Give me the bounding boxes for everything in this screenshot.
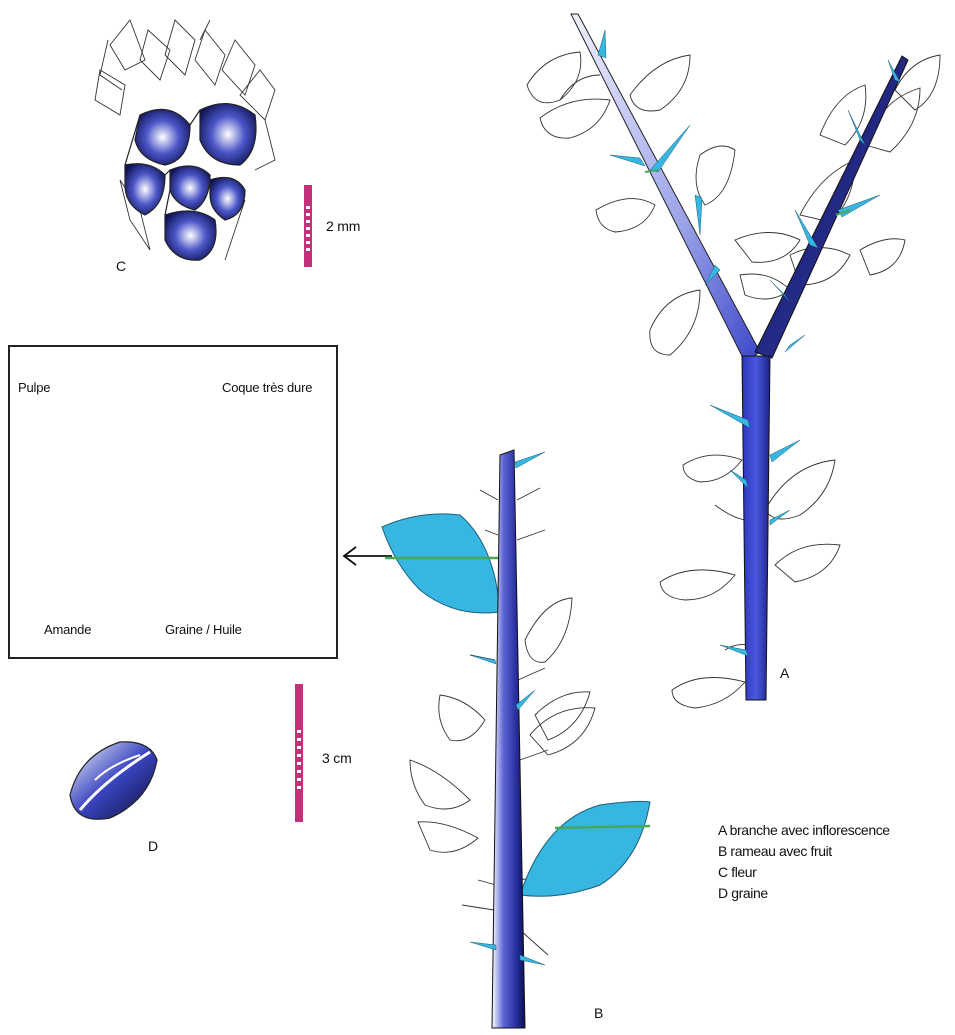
label-d: D	[148, 838, 158, 854]
label-b: B	[594, 1005, 603, 1021]
fruit-section-box: Pulpe Coque très dure Amande Graine / Hu…	[8, 345, 338, 659]
arrow-to-section	[344, 547, 392, 565]
legend-item-d: D graine	[718, 883, 890, 904]
scale-bar-c	[304, 185, 312, 267]
label-coque: Coque très dure	[222, 380, 312, 395]
scale-label-d: 3 cm	[322, 750, 352, 766]
scale-bar-d	[295, 684, 303, 822]
legend: A branche avec inflorescence B rameau av…	[718, 820, 890, 904]
scale-label-c: 2 mm	[326, 218, 360, 234]
legend-item-b: B rameau avec fruit	[718, 841, 890, 862]
branch-b-drawing	[382, 450, 650, 1028]
legend-item-c: C fleur	[718, 862, 890, 883]
flower-c-cells	[125, 104, 256, 261]
label-amande: Amande	[44, 622, 91, 637]
label-pulpe: Pulpe	[18, 380, 50, 395]
branch-a-drawing	[527, 14, 940, 708]
label-a: A	[780, 665, 789, 681]
seed-d-drawing	[70, 742, 157, 820]
label-c: C	[116, 258, 126, 274]
label-graine: Graine / Huile	[165, 622, 242, 637]
legend-item-a: A branche avec inflorescence	[718, 820, 890, 841]
